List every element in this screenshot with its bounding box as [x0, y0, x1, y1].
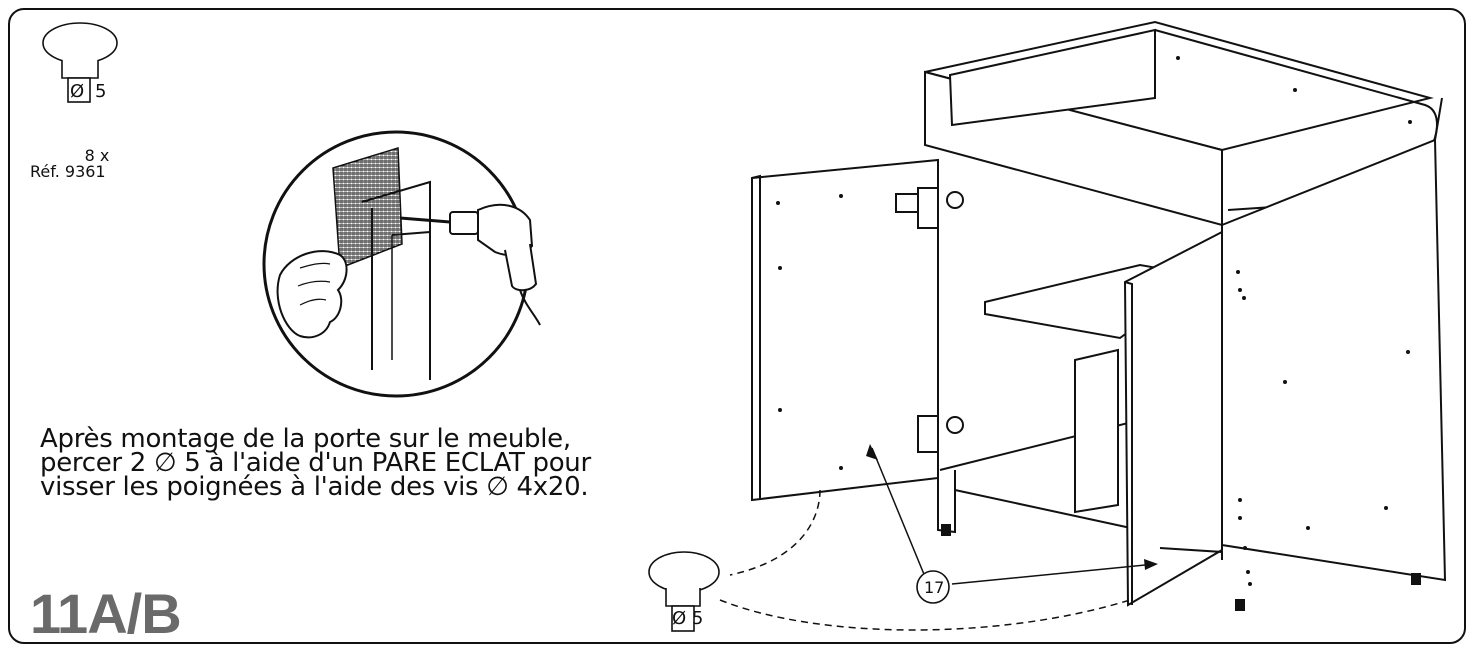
quantity-label: 8 x	[84, 146, 110, 165]
callout-number: 17	[924, 578, 945, 597]
leader-line	[871, 447, 929, 585]
step-number: 11A/B	[30, 582, 182, 645]
diameter-top-text: Ø	[70, 81, 84, 102]
instruction-line-2: percer 2 ∅ 5 à l'aide d'un PARE ECLAT po…	[40, 448, 591, 478]
cabinet-drawing	[751, 20, 1447, 611]
screw-holes	[776, 56, 1412, 586]
dashed-leader-left	[729, 489, 821, 576]
dashed-leader-right	[719, 599, 1131, 631]
diameter-bottom-label: Ø 5	[672, 608, 704, 629]
instruction-line-3: visser les poignées à l'aide des vis ∅ 4…	[40, 472, 589, 502]
callout-circle	[916, 570, 950, 604]
drilling-detail-circle	[262, 130, 541, 398]
svg-text:5: 5	[95, 81, 106, 102]
handle-knob-bottom	[648, 551, 720, 632]
instruction-line-1: Après montage de la porte sur le meuble,	[40, 424, 571, 454]
handle-knob-top	[42, 22, 118, 103]
instructions-text: Après montage de la porte sur le meuble,…	[40, 424, 591, 502]
reference-label: Réf. 9361	[30, 162, 106, 181]
